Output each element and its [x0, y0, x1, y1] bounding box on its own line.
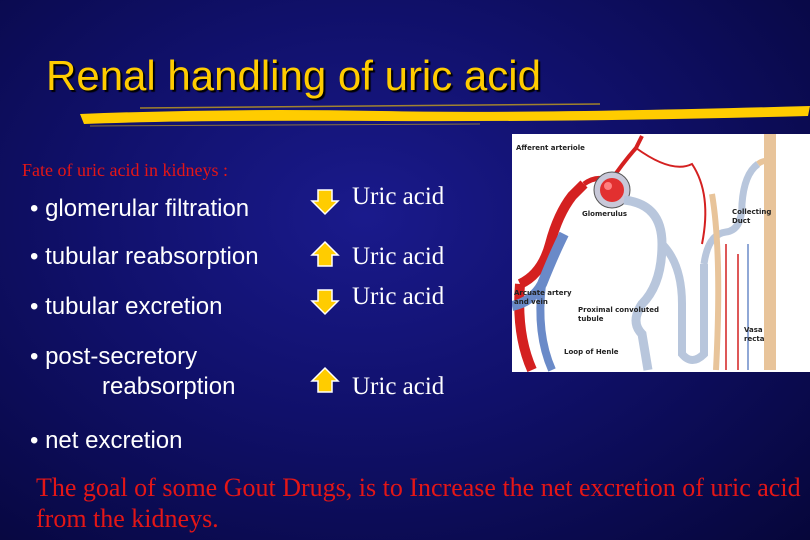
arrow-up-icon	[310, 366, 340, 393]
diagram-label-arcuate-vein: and vein	[514, 298, 548, 306]
diagram-label-afferent: Afferent arteriole	[516, 144, 585, 152]
list-item-net-excretion: • net excretion	[30, 427, 183, 454]
uric-acid-label: Uric acid	[352, 243, 445, 270]
diagram-label-henle: Loop of Henle	[564, 348, 619, 356]
diagram-label-arcuate: Arcuate artery	[514, 289, 572, 297]
uric-acid-label: Uric acid	[352, 283, 445, 310]
diagram-label-collecting: Collecting	[732, 208, 772, 216]
arrow-down-icon	[310, 189, 340, 216]
list-item-filtration: • glomerular filtration	[30, 195, 250, 222]
subtitle-text: Fate of uric acid in kidneys	[22, 160, 219, 180]
diagram-label-glomerulus: Glomerulus	[582, 210, 627, 218]
goal-statement: The goal of some Gout Drugs, is to Incre…	[36, 473, 801, 533]
diagram-label-vasa-recta: recta	[744, 335, 765, 343]
nephron-illustration	[510, 134, 776, 373]
list-item-post-secretory: • post-secretory reabsorption	[30, 342, 235, 402]
diagram-label-collecting-duct: Duct	[732, 217, 751, 225]
arrow-down-icon	[310, 289, 340, 316]
list-item-post-secretory-line1: • post-secretory	[30, 343, 198, 370]
uric-acid-label: Uric acid	[352, 183, 445, 210]
list-item-post-secretory-line2: reabsorption	[102, 373, 236, 400]
subtitle-colon: :	[218, 160, 228, 180]
uric-acid-label: Uric acid	[352, 373, 445, 400]
slide-title: Renal handling of uric acid	[46, 52, 541, 99]
title-underline-brush	[80, 103, 810, 127]
arrow-up-icon	[310, 240, 340, 267]
list-item-excretion: • tubular excretion	[30, 293, 223, 320]
list-item-reabsorption: • tubular reabsorption	[30, 243, 259, 270]
subtitle: Fate of uric acid in kidneys :	[22, 160, 228, 181]
diagram-label-proximal-tubule: tubule	[578, 315, 604, 323]
nephron-diagram: Afferent arteriole Glomerulus Collecting…	[510, 134, 810, 373]
diagram-label-vasa: Vasa	[744, 326, 763, 334]
diagram-label-proximal: Proximal convoluted	[578, 306, 659, 314]
